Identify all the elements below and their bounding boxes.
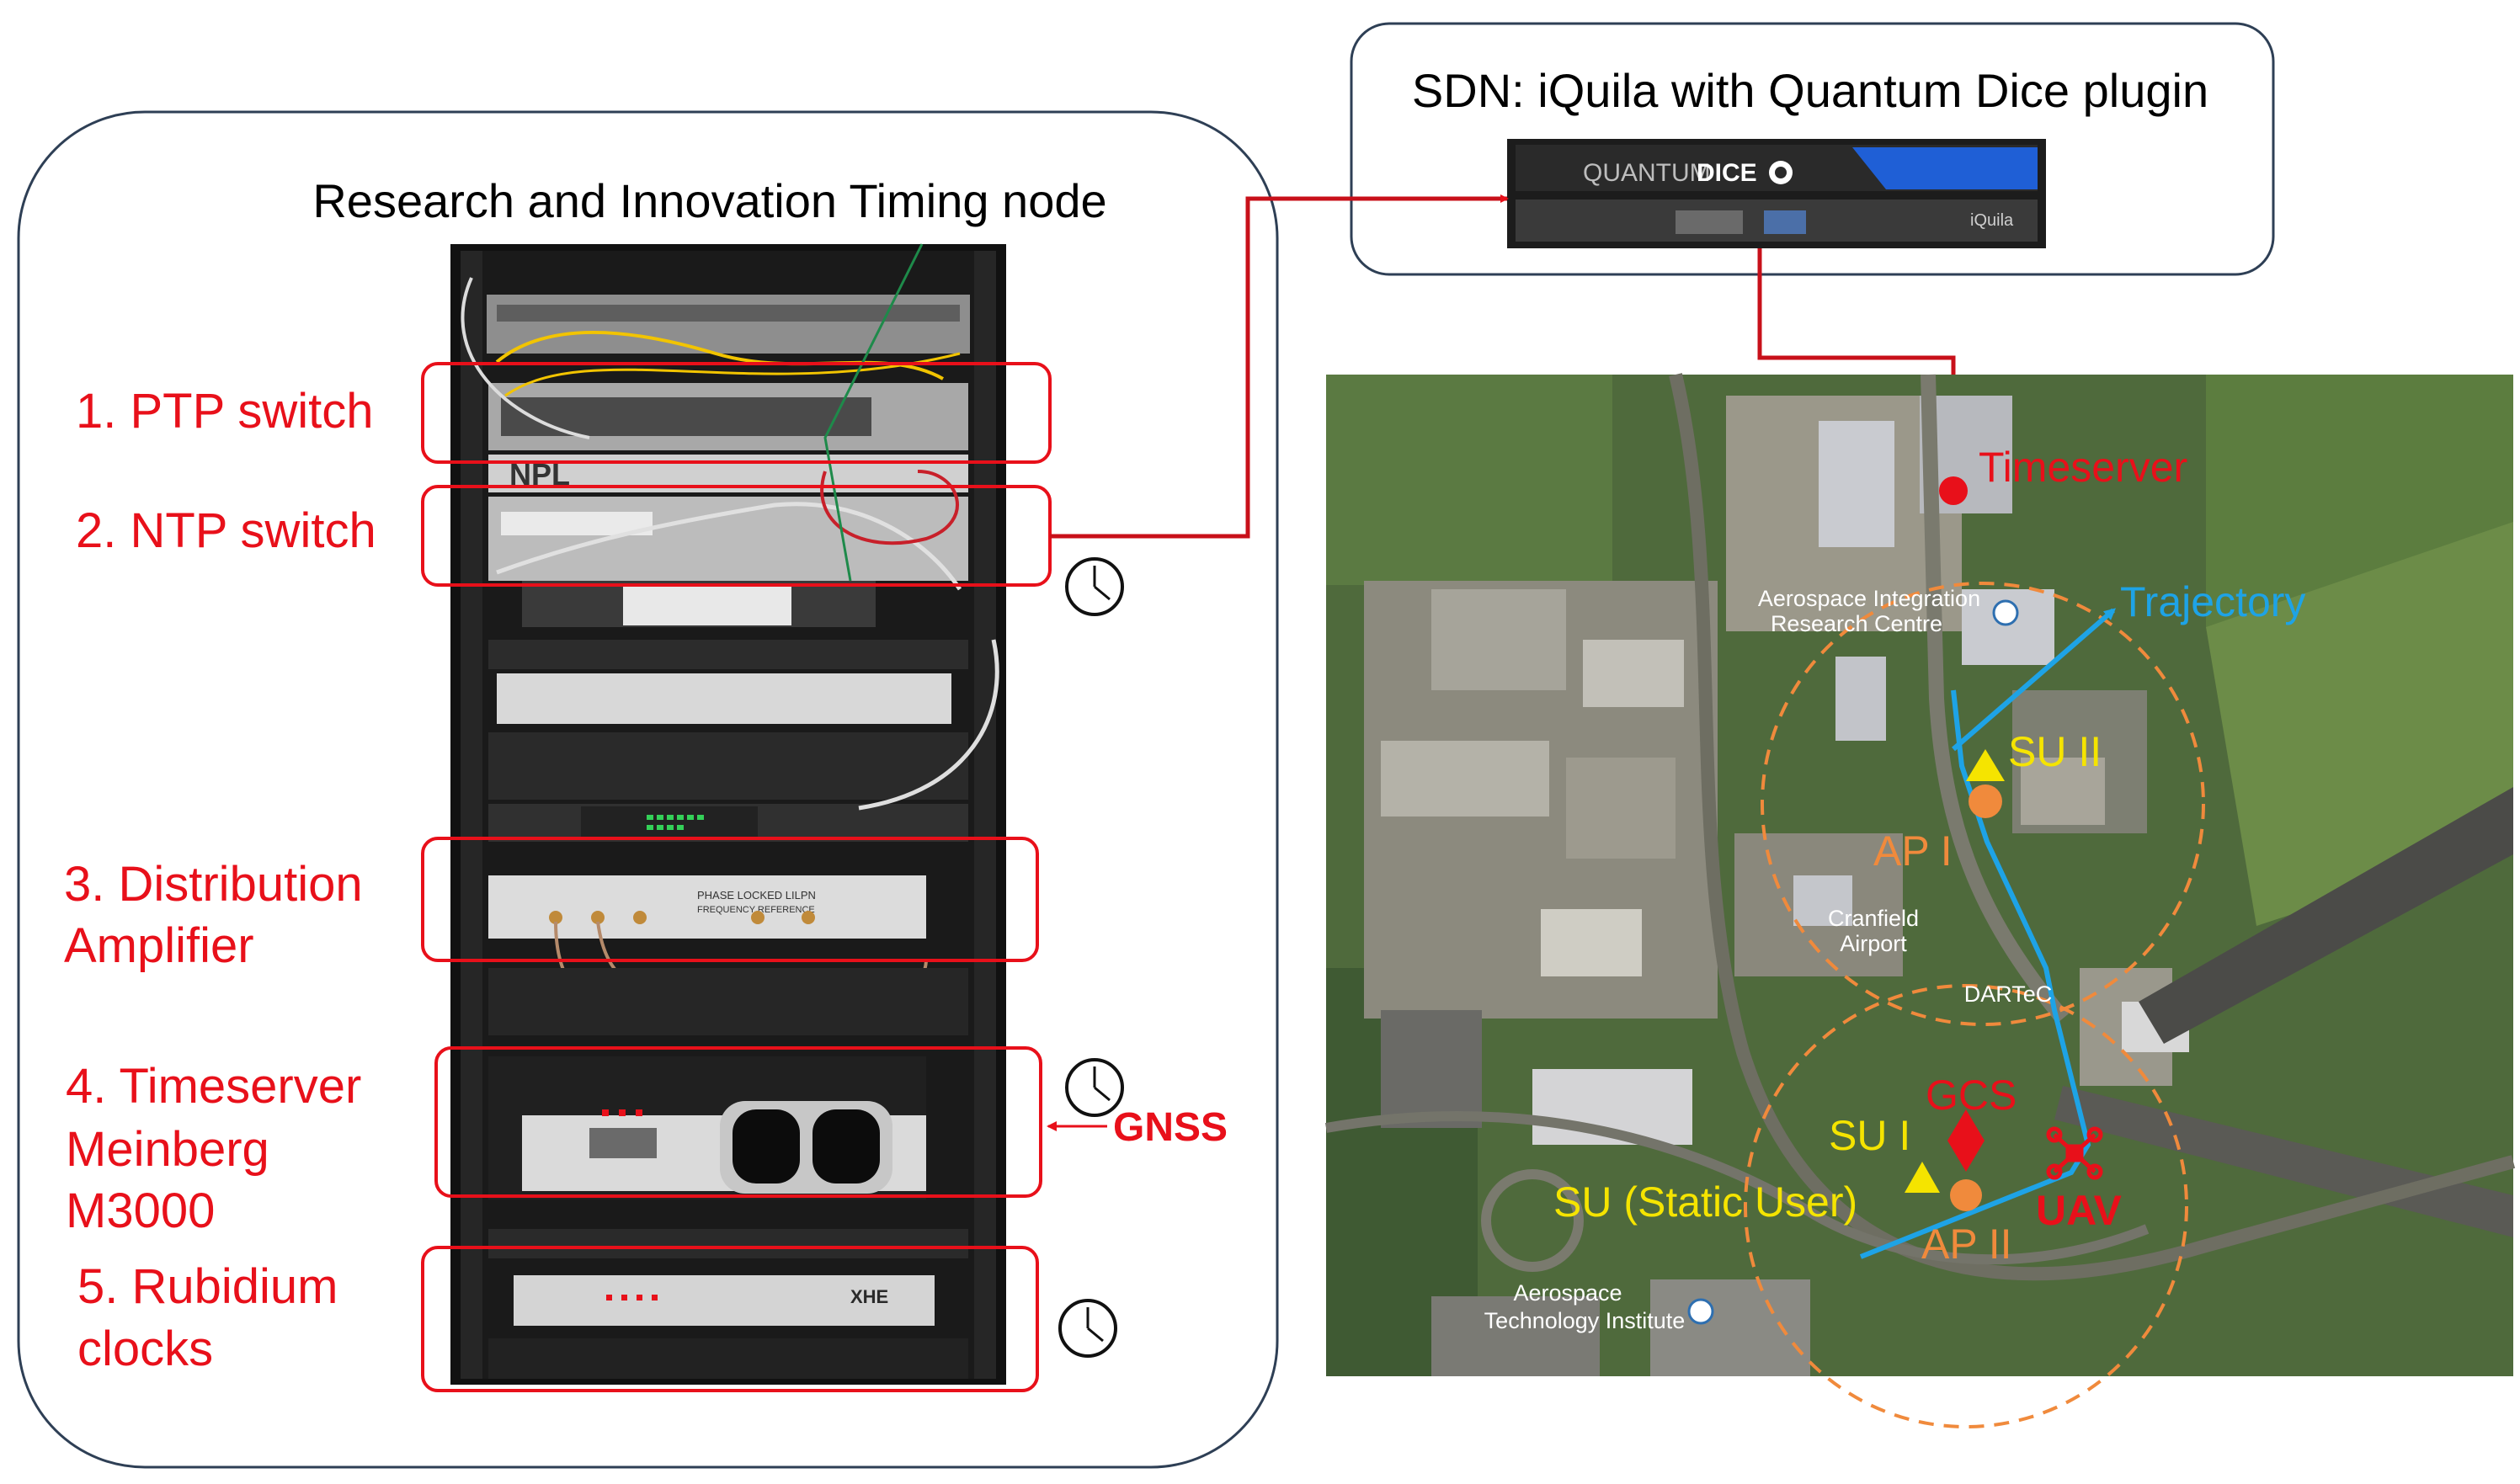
distribution-amplifier-unit (488, 875, 926, 939)
label-m3000: M3000 (66, 1183, 215, 1238)
place-airc-1: Aerospace Integration (1758, 586, 1980, 611)
sdn-title: SDN: iQuila with Quantum Dice plugin (1412, 64, 2208, 117)
coverage-ap1 (1761, 582, 2205, 1026)
pll-panel-text: PHASE LOCKED LILPN (697, 889, 816, 902)
place-cranfield-1: Cranfield (1828, 906, 1919, 931)
label-su-static: SU (Static User) (1553, 1178, 1857, 1226)
node-labels: 1. PTP switch 2. NTP switch 3. Distribut… (64, 384, 376, 1376)
clock-icon (1065, 1058, 1124, 1117)
uav-icon (2046, 1126, 2103, 1180)
sdn-panel: SDN: iQuila with Quantum Dice plugin QUA… (1350, 22, 2275, 276)
label-meinberg: Meinberg (66, 1122, 269, 1177)
label-gcs: GCS (1926, 1072, 2017, 1119)
gnss-label: GNSS (1113, 1105, 1228, 1150)
coverage-ap2 (1744, 984, 2188, 1428)
place-ati-1: Aerospace (1513, 1280, 1622, 1306)
brand-dice: DICE (1697, 159, 1757, 187)
clock-icon (1065, 557, 1124, 616)
label-uav: UAV (2036, 1187, 2123, 1234)
patch-panel (487, 295, 970, 354)
triangle-icon (1905, 1162, 1940, 1193)
ap2-marker (1950, 1179, 1982, 1211)
trajectory-path (1859, 608, 2117, 1259)
place-airc-2: Research Centre (1771, 611, 1942, 636)
place-dartec: DARTeC (1964, 981, 2053, 1007)
label-clocks: clocks (77, 1322, 213, 1376)
gnss-indicator: GNSS (1047, 1105, 1228, 1150)
label-trajectory: Trajectory (2120, 578, 2305, 625)
rubidium-unit (514, 1275, 935, 1326)
pll-panel-subtext: FREQUENCY REFERENCE (697, 905, 815, 915)
place-ati-2: Technology Institute (1484, 1308, 1686, 1333)
diamond-icon (1947, 1109, 1985, 1172)
timeserver-box (434, 1046, 1042, 1198)
triangle-icon (1966, 749, 2005, 781)
satellite-map (1324, 373, 2516, 1376)
signal-unit (497, 673, 951, 724)
server-rack: NPL PHASE LOCKED LILPN FREQUENCY REFEREN… (450, 243, 1006, 1385)
xhe-panel-text: XHE (850, 1286, 888, 1307)
ptp-switch-box (421, 362, 1052, 464)
coverage-areas (1744, 582, 2205, 1428)
label-timeserver: 4. Timeserver (66, 1059, 361, 1114)
pin-icon (1992, 599, 2019, 626)
clock-icon (1058, 1299, 1117, 1358)
label-distribution: 3. Distribution (64, 857, 363, 912)
timeserver-marker (1939, 476, 1968, 505)
link-node-to-sdn (1050, 194, 1509, 539)
label-timeserver-map: Timeserver (1979, 444, 2187, 491)
label-rubidium: 5. Rubidium (77, 1259, 338, 1314)
distribution-amplifier-box (421, 837, 1039, 962)
pin-icon (1687, 1298, 1714, 1325)
label-ap1: AP I (1873, 827, 1953, 875)
label-ntp-switch: 2. NTP switch (76, 503, 376, 558)
brand-iquila: iQuila (1970, 211, 2014, 230)
ap1-marker (1969, 785, 2002, 818)
map-annotations: Timeserver Trajectory SU II AP I GCS SU … (1553, 444, 2305, 1268)
quantum-dice-appliance: QUANTUM DICE iQuila (1507, 139, 2046, 248)
map-place-names: Aerospace Integration Research Centre Cr… (1484, 586, 2053, 1333)
label-ptp-switch: 1. PTP switch (76, 384, 374, 439)
label-su1: SU I (1829, 1112, 1910, 1159)
place-cranfield-2: Airport (1840, 931, 1907, 956)
label-ap2: AP II (1921, 1221, 2011, 1268)
label-amplifier: Amplifier (64, 918, 254, 973)
led-unit (581, 806, 758, 838)
brand-quantum: QUANTUM (1583, 159, 1711, 187)
timing-node-title: Research and Innovation Timing node (312, 174, 1106, 227)
map-runway (2139, 787, 2513, 1044)
rubidium-box (421, 1246, 1039, 1392)
label-su2: SU II (2008, 728, 2102, 775)
